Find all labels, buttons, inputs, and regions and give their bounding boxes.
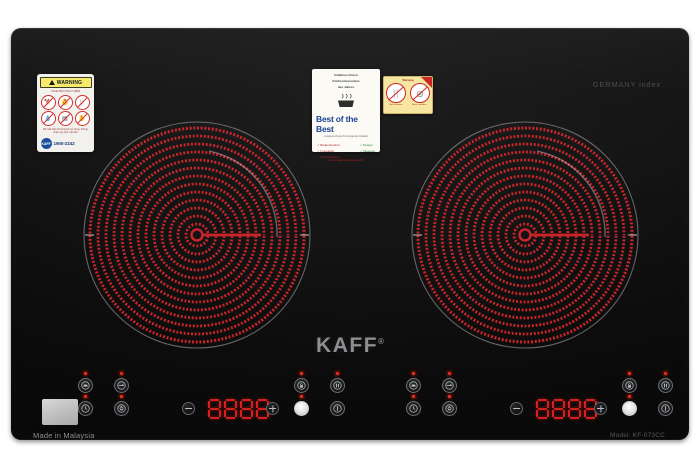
- yellow-warning-sticker: Warnung 🍴 ◎ Nicht kratzen Nicht schieben: [383, 76, 433, 114]
- bob-subtitle: Ausgezeichnete Küchengeräte Qualität: [324, 134, 368, 138]
- sticker-icon-label: Nicht schieben: [412, 104, 427, 106]
- no-cloth-icon: ▤: [57, 110, 73, 126]
- pause-button[interactable]: [330, 378, 345, 393]
- no-metal-utensil-icon: 🍴: [386, 83, 406, 103]
- right-control-panel[interactable]: 8888: [391, 372, 681, 424]
- child-lock-button-led: [628, 372, 632, 376]
- trademark-symbol: ®: [378, 337, 384, 346]
- origin-text: Made in Malaysia: [33, 431, 95, 440]
- warning-subtitle: CẢNH BÁO NGUY HIỂM: [51, 89, 80, 93]
- display-digit: [536, 399, 549, 419]
- sticker-icon-row: 🍴 ◎: [386, 83, 430, 103]
- bob-criteria-left: ✓ Bedienkomfort ✓ Innovation ✓ Produktnu…: [317, 143, 340, 159]
- right-cooking-zone[interactable]: [401, 111, 649, 359]
- power-button[interactable]: [658, 401, 673, 416]
- decrease-button[interactable]: [510, 402, 523, 415]
- bob-line2: Kücheninnovation: [332, 78, 360, 83]
- dual-zone-button[interactable]: [442, 378, 457, 393]
- minus-icon: [513, 407, 520, 410]
- increase-button[interactable]: [266, 402, 279, 415]
- boost-button-led: [412, 372, 416, 376]
- hotline-number: 1900-2242: [53, 141, 75, 146]
- dual-zone-button-led: [448, 372, 452, 376]
- select-zone-button-led: [300, 395, 304, 399]
- select-zone-button[interactable]: [294, 401, 309, 416]
- boost-button[interactable]: [78, 378, 93, 393]
- bob-title: Best of the Best: [316, 113, 358, 134]
- bob-criterion: ✓ Produktnutzen: [317, 154, 340, 159]
- brand-name: KAFF: [316, 334, 379, 357]
- warning-triangle-icon: [48, 80, 55, 85]
- keep-warm-button[interactable]: [442, 401, 457, 416]
- warning-hotline-row: KAFF 1900-2242: [40, 138, 91, 149]
- select-zone-button[interactable]: [622, 401, 637, 416]
- right-display: [536, 399, 597, 419]
- keep-warm-button[interactable]: [114, 401, 129, 416]
- display-digit: [224, 399, 237, 419]
- pause-button-led: [664, 372, 668, 376]
- plus-icon: [597, 405, 604, 412]
- dual-zone-button[interactable]: [114, 378, 129, 393]
- bob-line3: des Jahres: [337, 84, 355, 89]
- bob-criterion: ✓ Ökologie: [359, 148, 375, 153]
- kaff-badge-icon: KAFF: [40, 138, 52, 149]
- bob-criterion: ✓ Design: [359, 142, 373, 147]
- plus-icon: [269, 405, 276, 412]
- decrease-button[interactable]: [182, 402, 195, 415]
- dual-zone-button-led: [120, 372, 124, 376]
- display-digit: [568, 399, 581, 419]
- rating-plate: [42, 399, 78, 425]
- bob-line1: Initiative Lifeton: [334, 73, 358, 77]
- boost-button-led: [84, 372, 88, 376]
- left-display: [208, 399, 269, 419]
- keep-warm-button-led: [120, 395, 124, 399]
- child-lock-button[interactable]: [622, 378, 637, 393]
- timer-button-led: [412, 395, 416, 399]
- prohibition-icon-grid: 🐕 👶 🍴 💧 ▤ ✋: [40, 94, 91, 126]
- best-of-the-best-label: Initiative Lifeton Kücheninnovation des …: [312, 69, 380, 162]
- timer-button-led: [84, 395, 88, 399]
- red-corner-flag-icon: [421, 77, 432, 88]
- no-rough-pan-icon: ◎: [410, 83, 430, 103]
- timer-button[interactable]: [406, 401, 421, 416]
- child-lock-button-led: [300, 372, 304, 376]
- bob-criterion: ✓ Bedienkomfort: [317, 142, 340, 147]
- model-text: Model: KF-073CC: [609, 432, 665, 439]
- warning-header-text: WARNING: [56, 79, 83, 86]
- select-zone-button-led: [628, 395, 632, 399]
- no-utensils-icon: 🍴: [74, 94, 90, 110]
- warning-body-text: Bề mặt bếp rất nóng khi sử dụng, không c…: [43, 127, 88, 135]
- child-lock-button[interactable]: [294, 378, 309, 393]
- warning-label: WARNING CẢNH BÁO NGUY HIỂM 🐕 👶 🍴 💧 ▤ ✋ B…: [37, 74, 94, 152]
- brand-logo: KAFF®: [11, 334, 689, 358]
- pause-button-led: [336, 372, 340, 376]
- steaming-pot-icon: [337, 93, 355, 113]
- bob-criteria-right: ✓ Design ✓ Ökologie: [360, 143, 375, 159]
- keep-warm-button-led: [448, 395, 452, 399]
- no-children-icon: 👶: [57, 94, 73, 110]
- bob-footer: nach Siegler aus Test geprüft: [328, 158, 364, 162]
- minus-icon: [185, 407, 192, 410]
- increase-button[interactable]: [594, 402, 607, 415]
- display-digit: [240, 399, 253, 419]
- bob-criteria: ✓ Bedienkomfort ✓ Innovation ✓ Produktnu…: [317, 143, 375, 159]
- no-pets-icon: 🐕: [40, 94, 56, 110]
- sticker-icon-label: Nicht kratzen: [389, 104, 403, 106]
- boost-button[interactable]: [406, 378, 421, 393]
- no-touch-icon: ✋: [74, 110, 90, 126]
- display-digit: [208, 399, 221, 419]
- cooktop-glass-surface: KAFF® GERMANY index Made in Malaysia Mod…: [11, 28, 689, 440]
- power-button[interactable]: [330, 401, 345, 416]
- left-control-panel[interactable]: 8888: [63, 372, 353, 424]
- sticker-label-row: Nicht kratzen Nicht schieben: [389, 103, 426, 106]
- warning-header: WARNING: [39, 77, 92, 88]
- germany-index-text: GERMANY index: [592, 80, 661, 89]
- timer-button[interactable]: [78, 401, 93, 416]
- pause-button[interactable]: [658, 378, 673, 393]
- display-digit: [552, 399, 565, 419]
- sticker-caption: Warnung: [402, 79, 414, 82]
- left-cooking-zone[interactable]: [73, 111, 321, 359]
- no-water-icon: 💧: [40, 110, 56, 126]
- bob-criterion: ✓ Innovation: [317, 148, 335, 153]
